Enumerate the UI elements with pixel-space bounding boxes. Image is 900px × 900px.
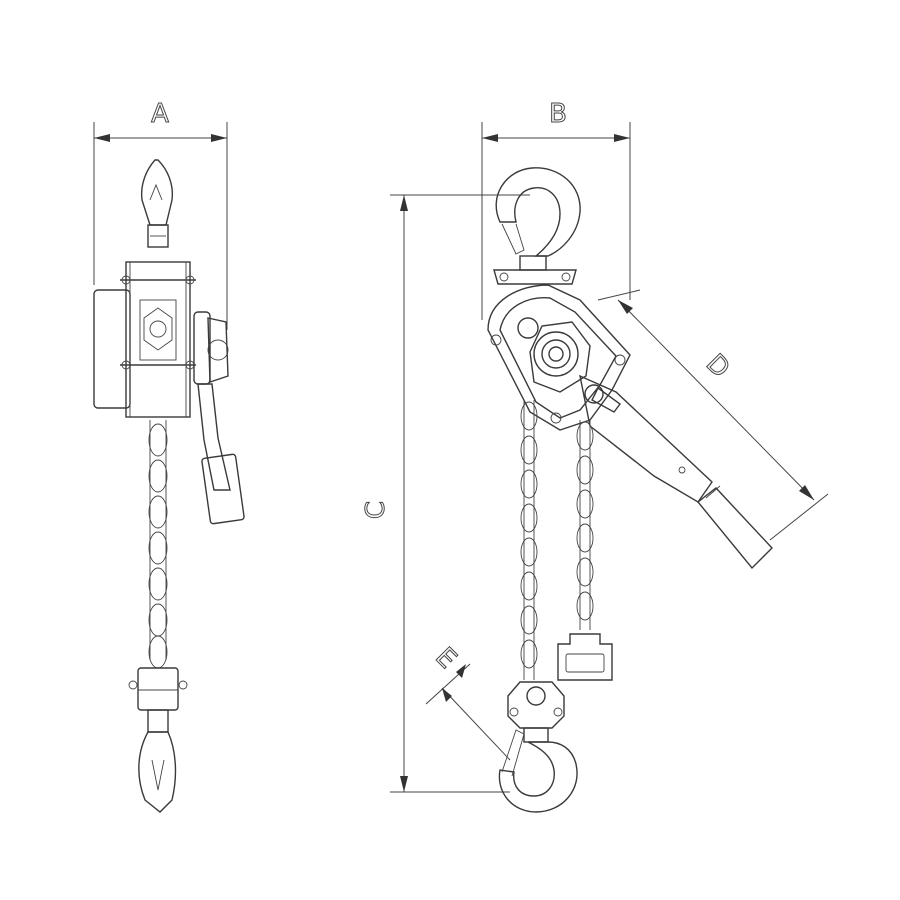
dimension-c: C [361, 194, 530, 793]
dimension-label-b: B [549, 99, 567, 129]
load-chain-side [148, 420, 168, 669]
dimension-label-a: A [151, 99, 169, 129]
load-chain-front [520, 400, 538, 680]
dimension-label-d: D [700, 349, 735, 384]
slack-chain-front [557, 420, 613, 681]
dimension-b: B [481, 99, 631, 320]
bottom-hook-side [128, 667, 188, 813]
bottom-hook [498, 681, 578, 813]
side-view: A [93, 99, 245, 813]
top-hook-side [140, 159, 174, 248]
dimension-a: A [93, 99, 228, 330]
dimension-d: D [597, 289, 829, 541]
front-view: B C D E [361, 99, 829, 813]
hoist-body-front [487, 284, 773, 570]
dimension-label-e: E [429, 642, 462, 675]
hoist-body-side [93, 261, 245, 525]
dimension-e: E [425, 641, 511, 761]
top-hook [493, 167, 581, 285]
dimension-label-c: C [361, 501, 391, 519]
